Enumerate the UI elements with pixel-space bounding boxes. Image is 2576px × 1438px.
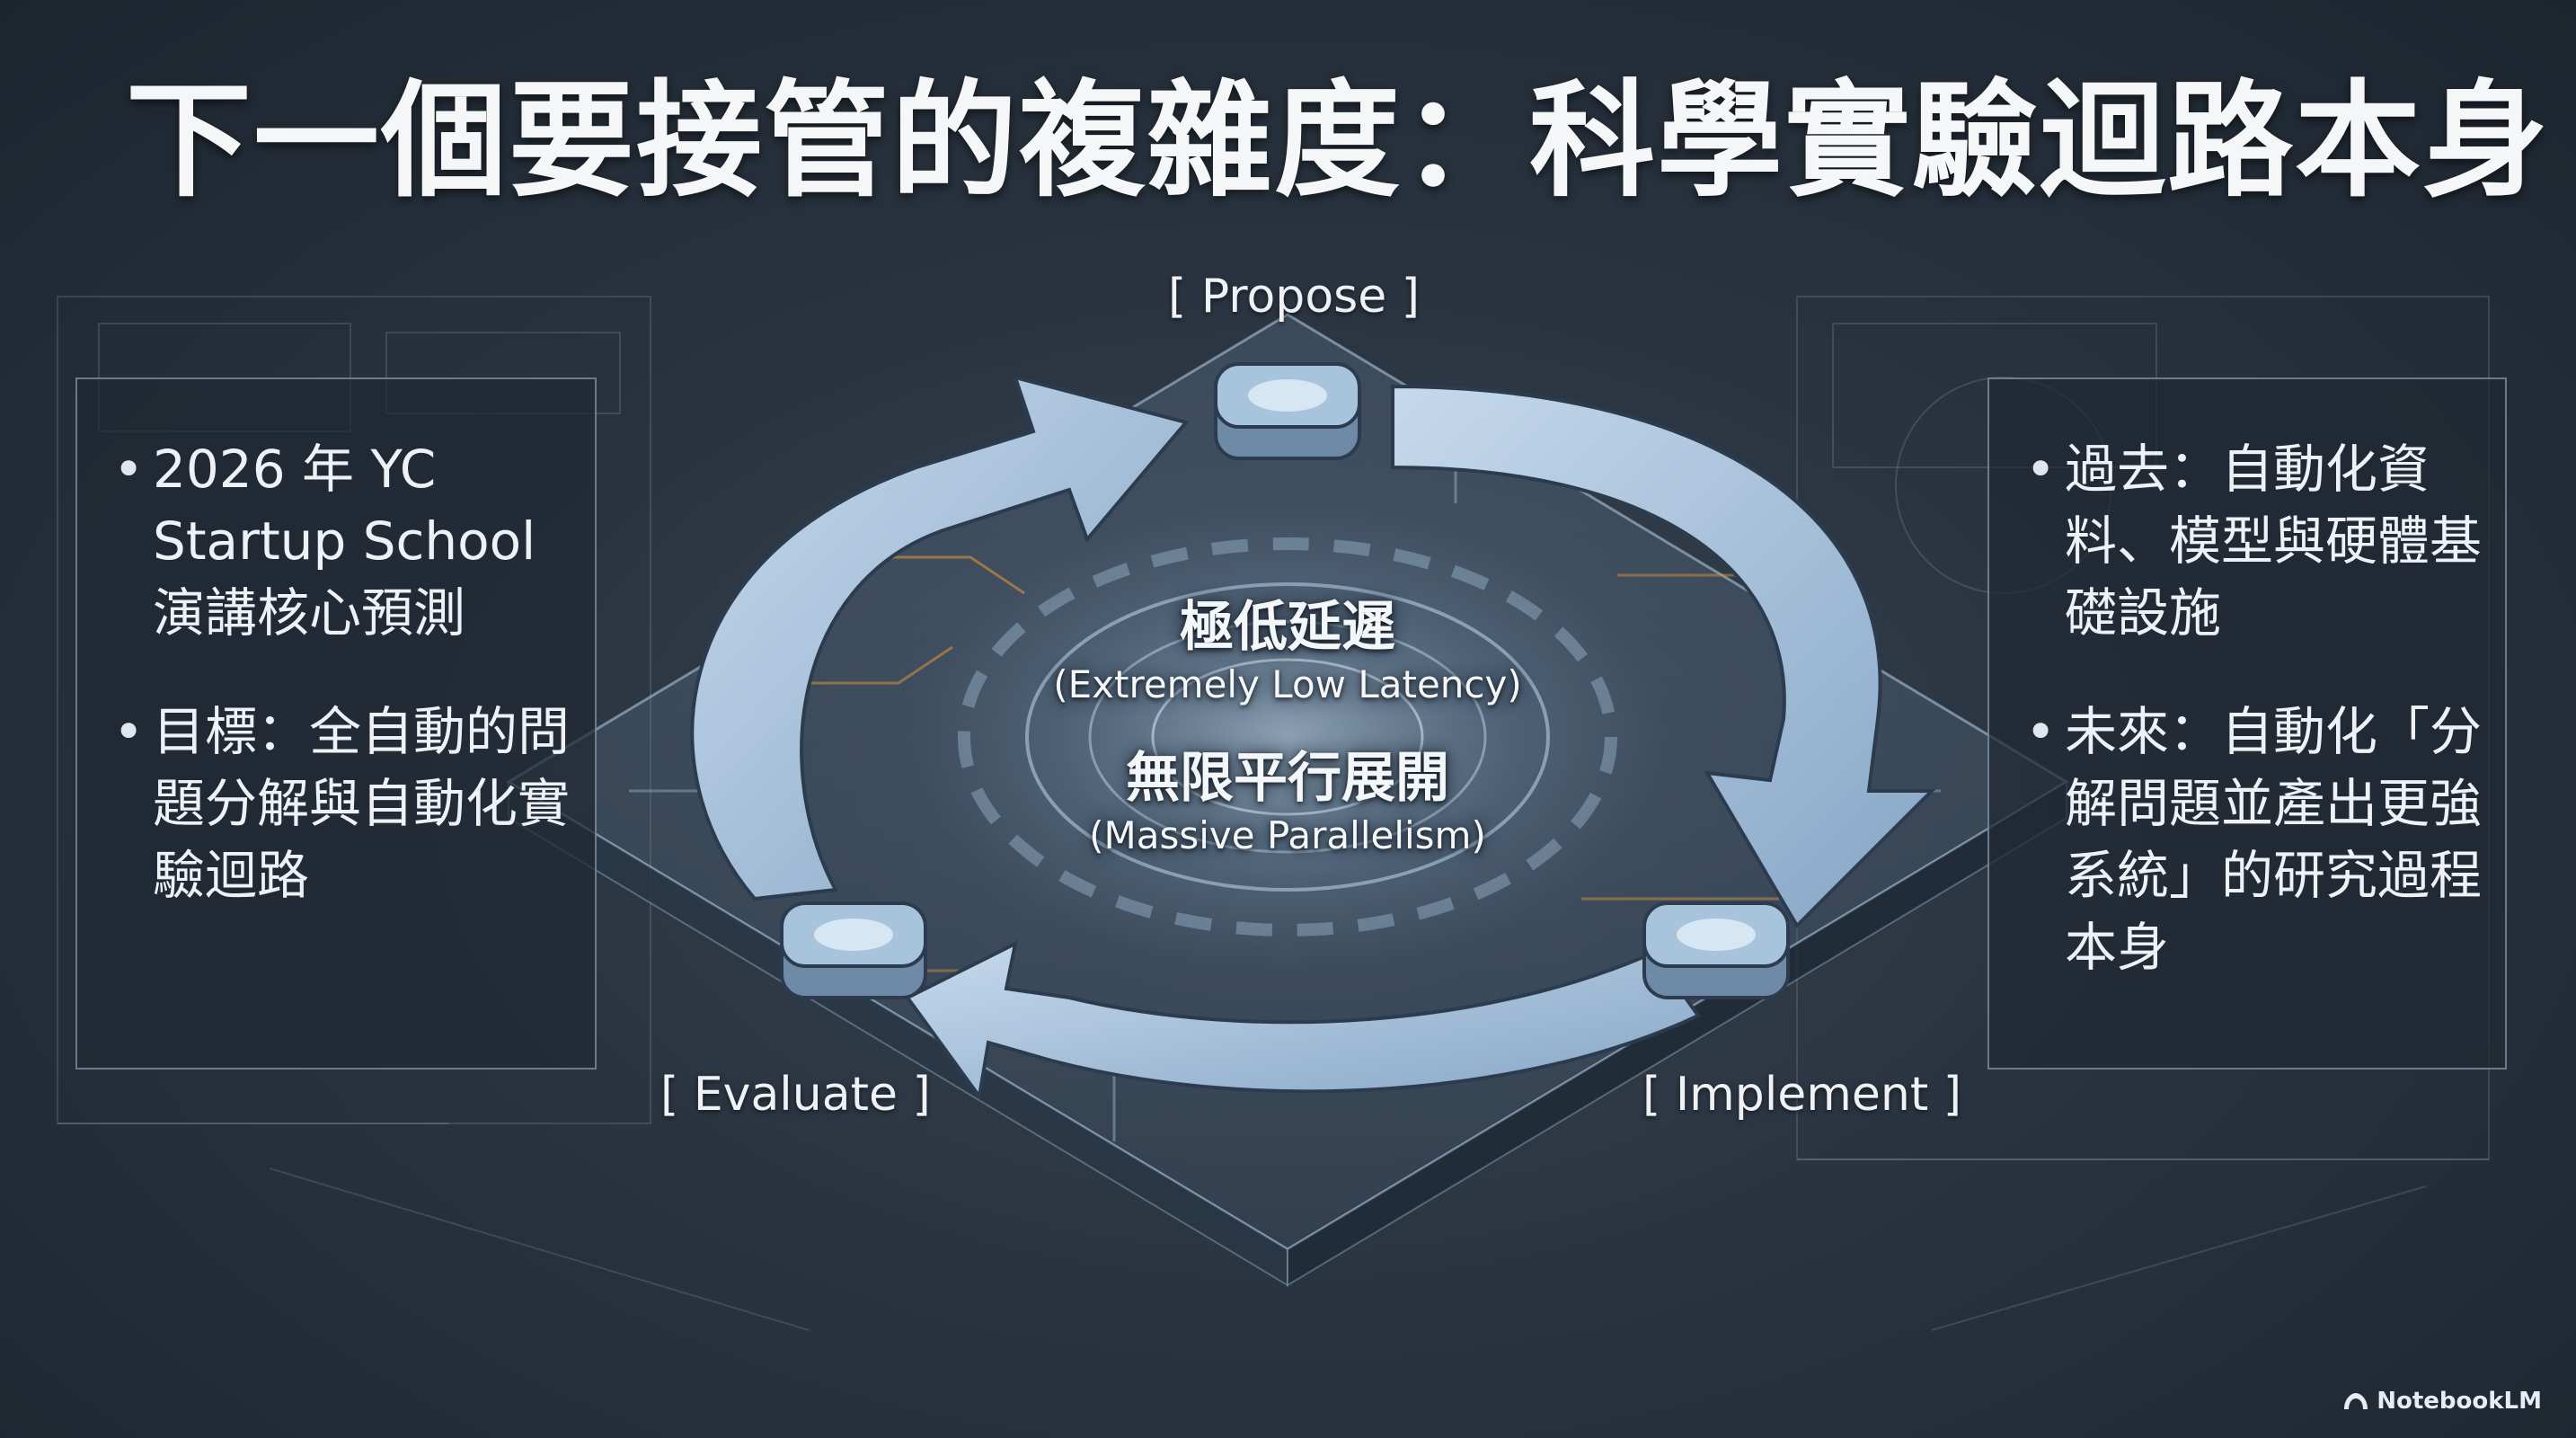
node-puck-implement (1642, 901, 1790, 999)
cycle-arrow-evaluate-to-propose (690, 375, 1190, 901)
brand-watermark: NotebookLM (2342, 1388, 2542, 1415)
cycle-arrow-propose-to-implement (1391, 384, 1936, 929)
bullet-dot-icon: • (113, 701, 145, 762)
latency-en: (Extremely Low Latency) (1053, 662, 1522, 706)
bullet-dot-icon: • (113, 439, 145, 500)
node-label-propose: [ Propose ] (1168, 270, 1421, 324)
node-label-evaluate: [ Evaluate ] (660, 1068, 931, 1122)
notebooklm-logo-icon (2344, 1393, 2368, 1409)
left-bullet-text: 目標：全自動的問題分解與自動化實驗迴路 (153, 701, 571, 906)
gear-icon (958, 537, 1617, 936)
bullet-dot-icon: • (2025, 701, 2057, 762)
node-puck-propose (1214, 362, 1361, 460)
left-bullet: • 2026 年 YC Startup School 演講核心預測 (113, 433, 577, 649)
cycle-arrow-implement-to-evaluate (904, 940, 1702, 1102)
right-bullet: • 未來：自動化「分解問題並產出更強系統」的研究過程本身 (2025, 696, 2487, 983)
latency-zh: 極低延遲 (1180, 596, 1395, 659)
bullet-dot-icon: • (2025, 439, 2057, 500)
left-info-panel: • 2026 年 YC Startup School 演講核心預測 • 目標：全… (75, 377, 597, 1070)
right-bullet-text: 過去：自動化資料、模型與硬體基礎設施 (2065, 439, 2483, 644)
parallelism-en: (Massive Parallelism) (1089, 813, 1486, 857)
left-bullet-text: 2026 年 YC Startup School 演講核心預測 (153, 439, 536, 644)
left-bullet: • 目標：全自動的問題分解與自動化實驗迴路 (113, 696, 577, 911)
center-parallelism-label: 無限平行展開 (Massive Parallelism) (973, 746, 1602, 861)
center-latency-label: 極低延遲 (Extremely Low Latency) (973, 595, 1602, 710)
right-bullet-text: 未來：自動化「分解問題並產出更強系統」的研究過程本身 (2065, 701, 2483, 978)
node-label-implement: [ Implement ] (1642, 1068, 1962, 1122)
node-puck-evaluate (780, 901, 927, 999)
parallelism-zh: 無限平行展開 (1126, 747, 1449, 810)
right-info-panel: • 過去：自動化資料、模型與硬體基礎設施 • 未來：自動化「分解問題並產出更強系… (1987, 377, 2507, 1070)
brand-name: NotebookLM (2377, 1388, 2542, 1415)
page-title: 下一個要接管的複雜度：科學實驗迴路本身 (126, 68, 2551, 215)
right-bullet: • 過去：自動化資料、模型與硬體基礎設施 (2025, 433, 2487, 649)
